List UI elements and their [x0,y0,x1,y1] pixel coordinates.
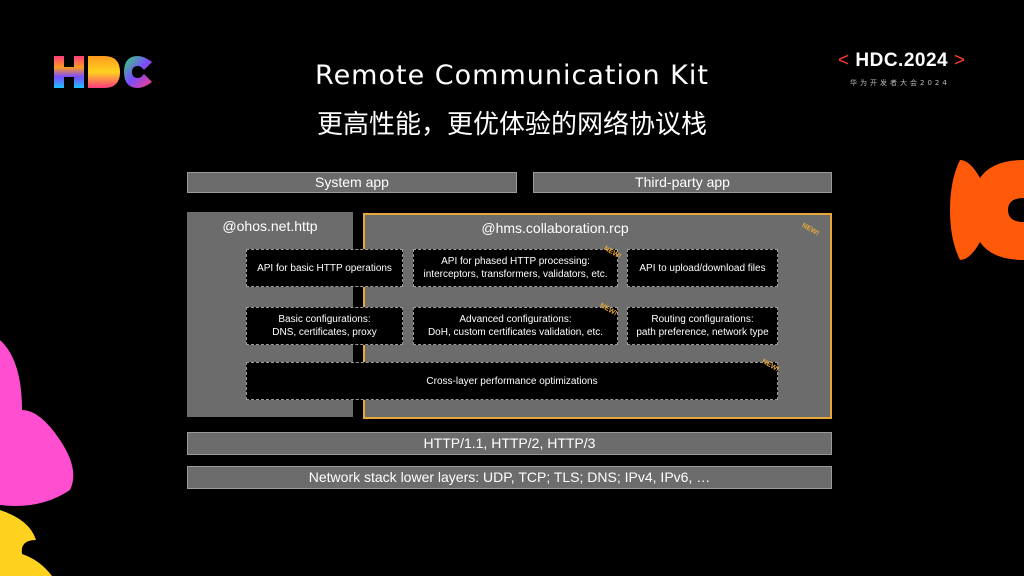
badge-subtitle: 华为开发者大会2024 [850,79,950,87]
page-subtitle: 更高性能，更优体验的网络协议栈 [316,110,707,140]
page-title: Remote Communication Kit [315,60,709,91]
basic-http-api-block: API for basic HTTP operations [246,249,403,287]
logo-d-shape [88,56,120,88]
routing-config-line2: path preference, network type [636,327,769,338]
lower-layers-bar: Network stack lower layers: UDP, TCP; TL… [187,466,832,489]
advanced-config-line2: DoH, custom certificates validation, etc… [427,327,604,338]
routing-config-line1: Routing configurations: [651,314,754,325]
advanced-config-block: Advanced configurations: DoH, custom cer… [413,307,618,345]
basic-config-line1: Basic configurations: [278,314,371,325]
upload-download-api-block: API to upload/download files [627,249,778,287]
third-party-app-bar: Third-party app [533,172,832,193]
phased-http-api-line2: interceptors, transformers, validators, … [423,269,608,280]
logo-h-shape [54,56,84,88]
basic-config-line2: DNS, certificates, proxy [272,327,377,338]
basic-config-block: Basic configurations: DNS, certificates,… [246,307,403,345]
routing-config-block: Routing configurations: path preference,… [627,307,778,345]
ohos-net-http-label: @ohos.net.http [222,218,318,234]
badge-left-bracket: < [838,50,850,71]
phased-http-api-line1: API for phased HTTP processing: [441,256,590,267]
badge-text: HDC.2024 [855,50,949,71]
cross-layer-block: Cross-layer performance optimizations [246,362,778,400]
system-app-bar: System app [187,172,517,193]
cross-layer-text: Cross-layer performance optimizations [426,375,598,387]
badge-right-bracket: > [953,50,966,71]
http-versions-bar: HTTP/1.1, HTTP/2, HTTP/3 [187,432,832,455]
rcp-label: @hms.collaboration.rcp [481,220,629,236]
decor-orange-shape [950,160,1024,260]
upload-download-api-text: API to upload/download files [639,262,766,274]
hdc-logo [54,56,152,88]
advanced-config-line1: Advanced configurations: [459,314,572,325]
basic-http-api-text: API for basic HTTP operations [257,262,392,274]
decor-pink-shape [0,340,74,506]
logo-c-shape [124,56,152,88]
phased-http-api-block: API for phased HTTP processing: intercep… [413,249,618,287]
decor-yellow-shape [0,510,52,576]
hdc-2024-badge: < HDC.2024 > [838,50,966,72]
